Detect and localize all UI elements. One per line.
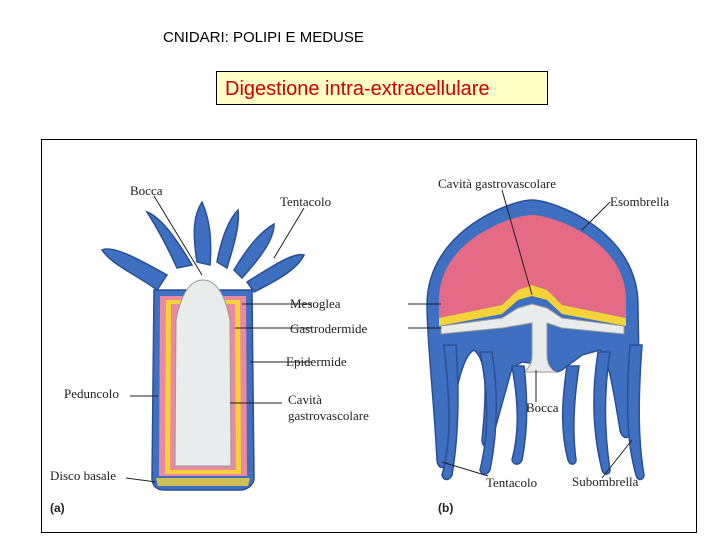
label-mesoglea: Mesoglea — [290, 296, 341, 311]
page-title: CNIDARI: POLIPI E MEDUSE — [163, 29, 364, 46]
label-tentacolo-polyp: Tentacolo — [280, 194, 331, 209]
label-tentacolo-medusa: Tentacolo — [486, 475, 537, 490]
panel-label-b: (b) — [438, 501, 453, 515]
subtitle-box: Digestione intra-extracellulare — [216, 71, 548, 105]
label-bocca-polyp: Bocca — [130, 183, 163, 198]
polyp-drawing — [102, 202, 304, 490]
label-cavita-polyp-line1: Cavità — [288, 392, 322, 407]
panel-label-a: (a) — [50, 501, 65, 515]
diagram-figure: Bocca Tentacolo Mesoglea Gastrodermide E… — [41, 139, 697, 533]
cnidarian-diagram: Bocca Tentacolo Mesoglea Gastrodermide E… — [42, 140, 696, 532]
label-cavita-medusa: Cavità gastrovascolare — [438, 176, 556, 191]
label-disco-basale: Disco basale — [50, 468, 116, 483]
label-bocca-medusa: Bocca — [526, 400, 559, 415]
subtitle-text: Digestione intra-extracellulare — [225, 78, 490, 101]
label-gastrodermide: Gastrodermide — [290, 321, 367, 336]
label-epidermide: Epidermide — [286, 354, 347, 369]
label-cavita-polyp-line2: gastrovascolare — [288, 408, 369, 423]
medusa-drawing — [427, 200, 644, 480]
label-peduncolo: Peduncolo — [64, 386, 119, 401]
label-esombrella: Esombrella — [610, 194, 669, 209]
label-subombrella: Subombrella — [572, 474, 639, 489]
